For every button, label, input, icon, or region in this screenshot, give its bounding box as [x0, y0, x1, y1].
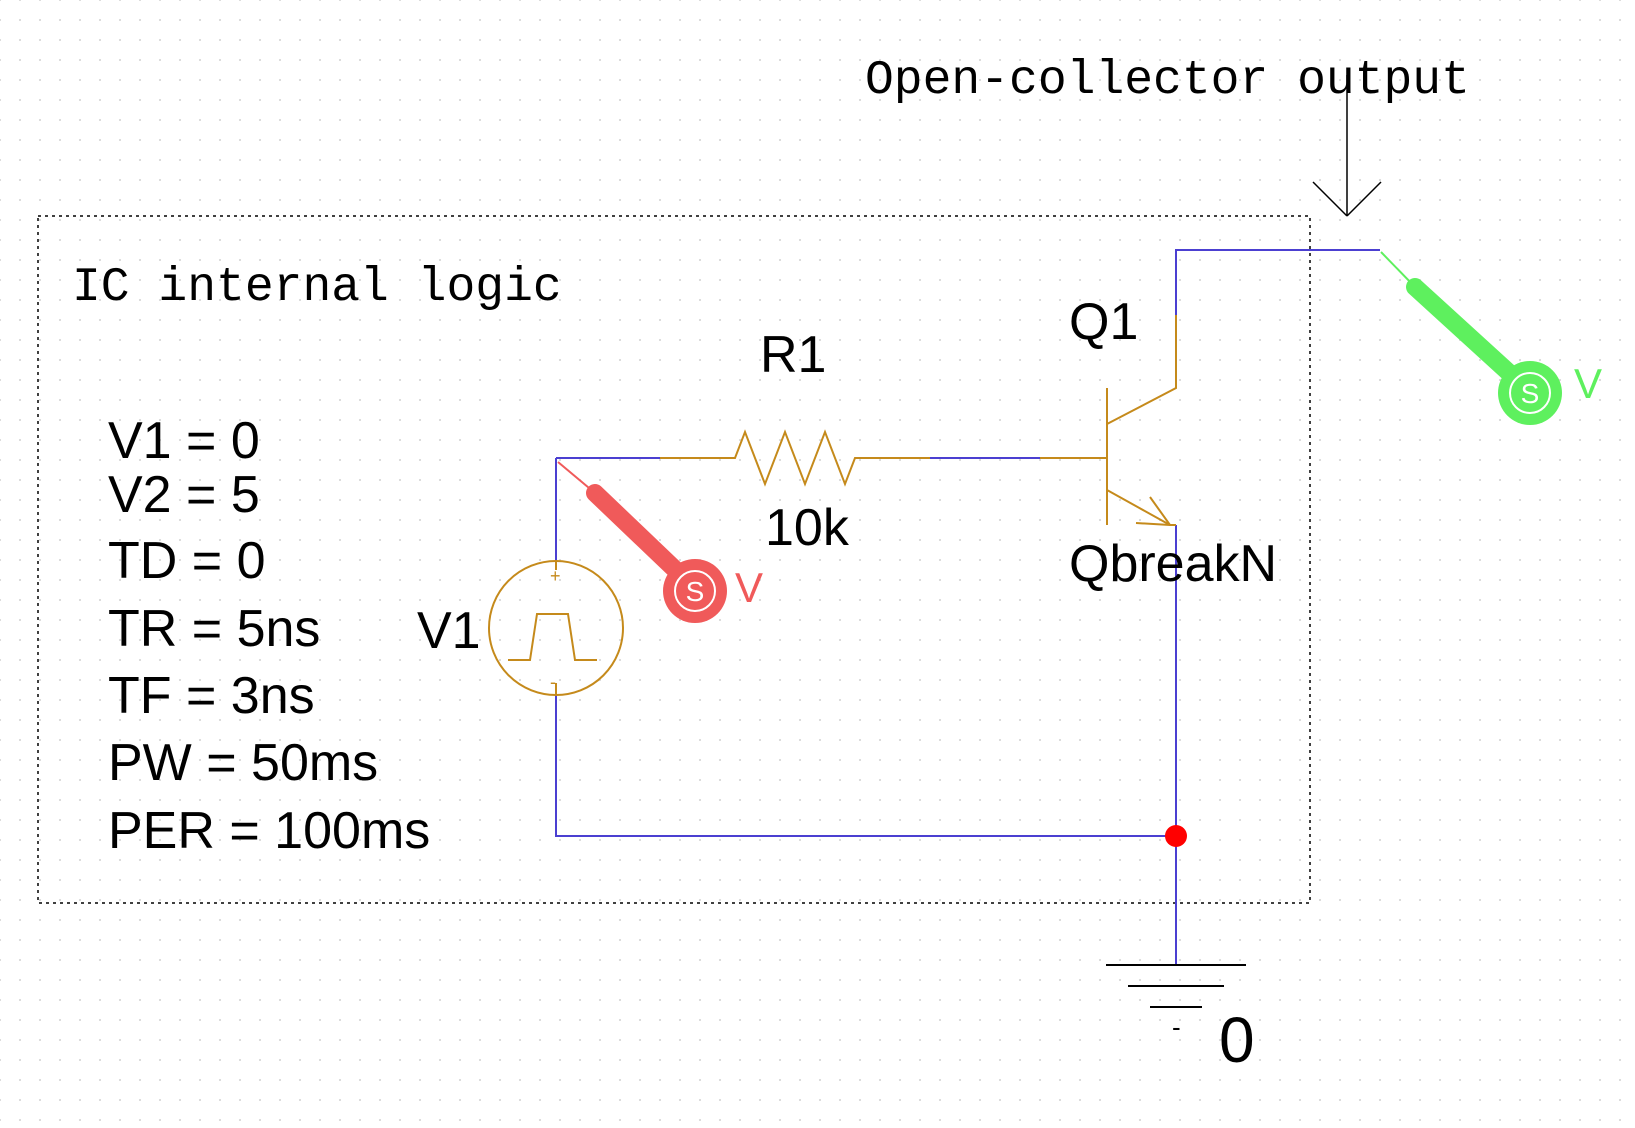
r1-ref-label: R1 — [760, 326, 826, 384]
param-v2: V2 = 5 — [108, 466, 260, 524]
red-probe-letter: S — [686, 576, 705, 607]
param-pw: PW = 50ms — [108, 734, 378, 792]
q1-ref-label: Q1 — [1069, 293, 1138, 351]
wire-source-minus-return — [555, 695, 1176, 837]
ic-region-label: IC internal logic — [72, 261, 562, 315]
source-params: V1 = 0 V2 = 5 TD = 0 TR = 5ns TF = 3ns P… — [108, 412, 430, 860]
source-plus-sign: + — [550, 566, 561, 586]
green-probe-letter: S — [1521, 378, 1540, 409]
param-per: PER = 100ms — [108, 802, 430, 860]
ground-minus-sign: - — [1172, 1012, 1181, 1042]
wire-collector-output — [1175, 249, 1380, 315]
junction-dot — [1165, 825, 1187, 847]
output-arrow — [1312, 75, 1382, 217]
source-minus-sign: - — [550, 672, 556, 692]
resistor-r1[interactable] — [660, 429, 930, 487]
output-note-label: Open-collector output — [865, 54, 1470, 108]
voltage-probe-green[interactable] — [1380, 251, 1562, 425]
param-td: TD = 0 — [108, 532, 266, 590]
param-tr: TR = 5ns — [108, 600, 320, 658]
param-tf: TF = 3ns — [108, 667, 315, 725]
pulse-source-v1[interactable] — [488, 560, 624, 696]
voltage-probe-red[interactable] — [557, 461, 727, 623]
param-v1: V1 = 0 — [108, 412, 260, 470]
ground-symbol — [1106, 964, 1246, 1008]
green-probe-unit: V — [1574, 360, 1602, 407]
red-probe-unit: V — [735, 564, 763, 611]
r1-value-label: 10k — [765, 499, 850, 557]
q1-model-label: QbreakN — [1069, 535, 1277, 593]
transistor-q1[interactable] — [1040, 315, 1177, 526]
wires — [555, 249, 1380, 965]
ground-net-label: 0 — [1219, 1004, 1255, 1076]
v1-ref-label: V1 — [417, 602, 481, 660]
